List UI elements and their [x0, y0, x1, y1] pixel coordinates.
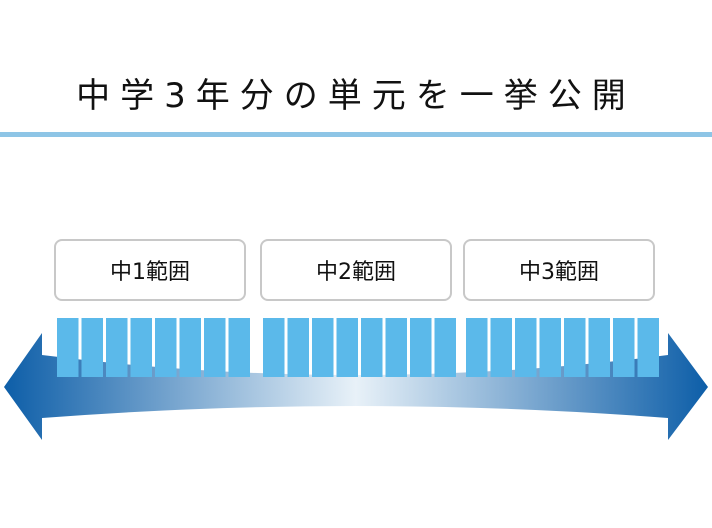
unit-block: [434, 318, 456, 377]
unit-block: [312, 318, 334, 377]
timeline-diagram: [4, 318, 708, 440]
unit-block: [588, 318, 610, 377]
unit-block: [263, 318, 285, 377]
unit-block: [57, 318, 79, 377]
unit-block: [204, 318, 226, 377]
unit-block: [287, 318, 309, 377]
unit-block: [179, 318, 201, 377]
unit-block: [106, 318, 128, 377]
range-box-grade2: 中2範囲: [260, 239, 452, 301]
unit-block: [228, 318, 250, 377]
unit-block: [515, 318, 537, 377]
unit-block: [361, 318, 383, 377]
unit-block: [539, 318, 561, 377]
page-title: 中学3年分の単元を一挙公開: [76, 76, 636, 116]
double-arrow-icon: [4, 333, 708, 440]
unit-block: [130, 318, 152, 377]
unit-block: [336, 318, 358, 377]
range-box-grade3: 中3範囲: [463, 239, 655, 301]
unit-block: [613, 318, 635, 377]
unit-block: [466, 318, 488, 377]
unit-block: [81, 318, 103, 377]
unit-block: [637, 318, 659, 377]
unit-block: [155, 318, 177, 377]
unit-block: [564, 318, 586, 377]
range-box-grade1: 中1範囲: [54, 239, 246, 301]
unit-block: [410, 318, 432, 377]
unit-blocks: [57, 318, 659, 377]
unit-block: [385, 318, 407, 377]
unit-block: [490, 318, 512, 377]
title-underline: [0, 132, 712, 137]
